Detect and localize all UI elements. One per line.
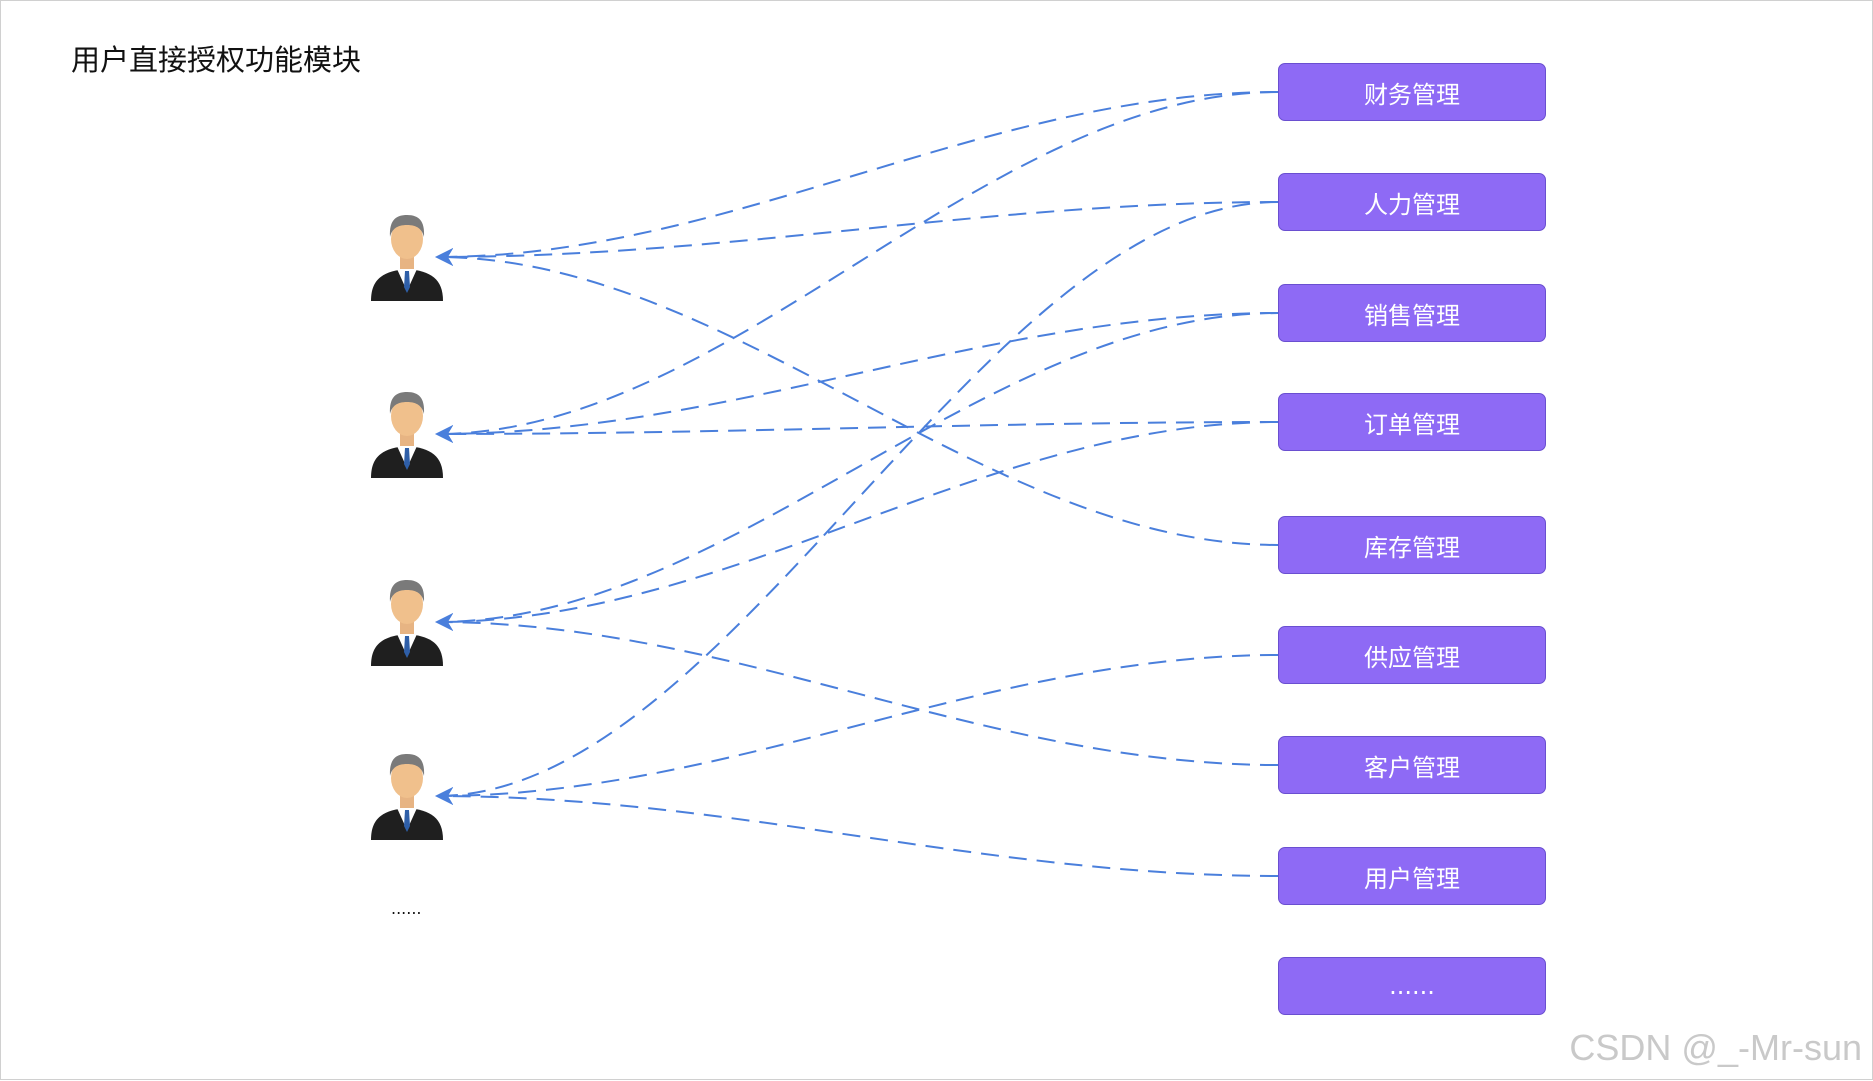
permission-link: [437, 313, 1278, 622]
permission-link: [437, 92, 1278, 434]
permission-link: [437, 202, 1278, 257]
module-button[interactable]: 财务管理: [1278, 63, 1546, 121]
module-button[interactable]: 供应管理: [1278, 626, 1546, 684]
permission-link: [437, 257, 1278, 545]
permission-link: [437, 655, 1278, 796]
user-avatar-icon[interactable]: [367, 209, 447, 301]
module-button[interactable]: 客户管理: [1278, 736, 1546, 794]
user-avatar-icon[interactable]: [367, 386, 447, 478]
permission-link: [437, 92, 1278, 257]
module-button[interactable]: 订单管理: [1278, 393, 1546, 451]
module-button[interactable]: ......: [1278, 957, 1546, 1015]
watermark: CSDN @_-Mr-sun: [1569, 1027, 1862, 1069]
user-avatar-icon[interactable]: [367, 574, 447, 666]
user-avatar-icon[interactable]: [367, 748, 447, 840]
permission-link: [437, 422, 1278, 622]
module-button[interactable]: 用户管理: [1278, 847, 1546, 905]
permission-link: [437, 796, 1278, 876]
permission-link: [437, 202, 1278, 796]
module-button[interactable]: 库存管理: [1278, 516, 1546, 574]
module-button[interactable]: 人力管理: [1278, 173, 1546, 231]
more-users-ellipsis: ......: [391, 899, 422, 918]
module-button[interactable]: 销售管理: [1278, 284, 1546, 342]
permission-link: [437, 422, 1278, 434]
permission-link: [437, 622, 1278, 765]
